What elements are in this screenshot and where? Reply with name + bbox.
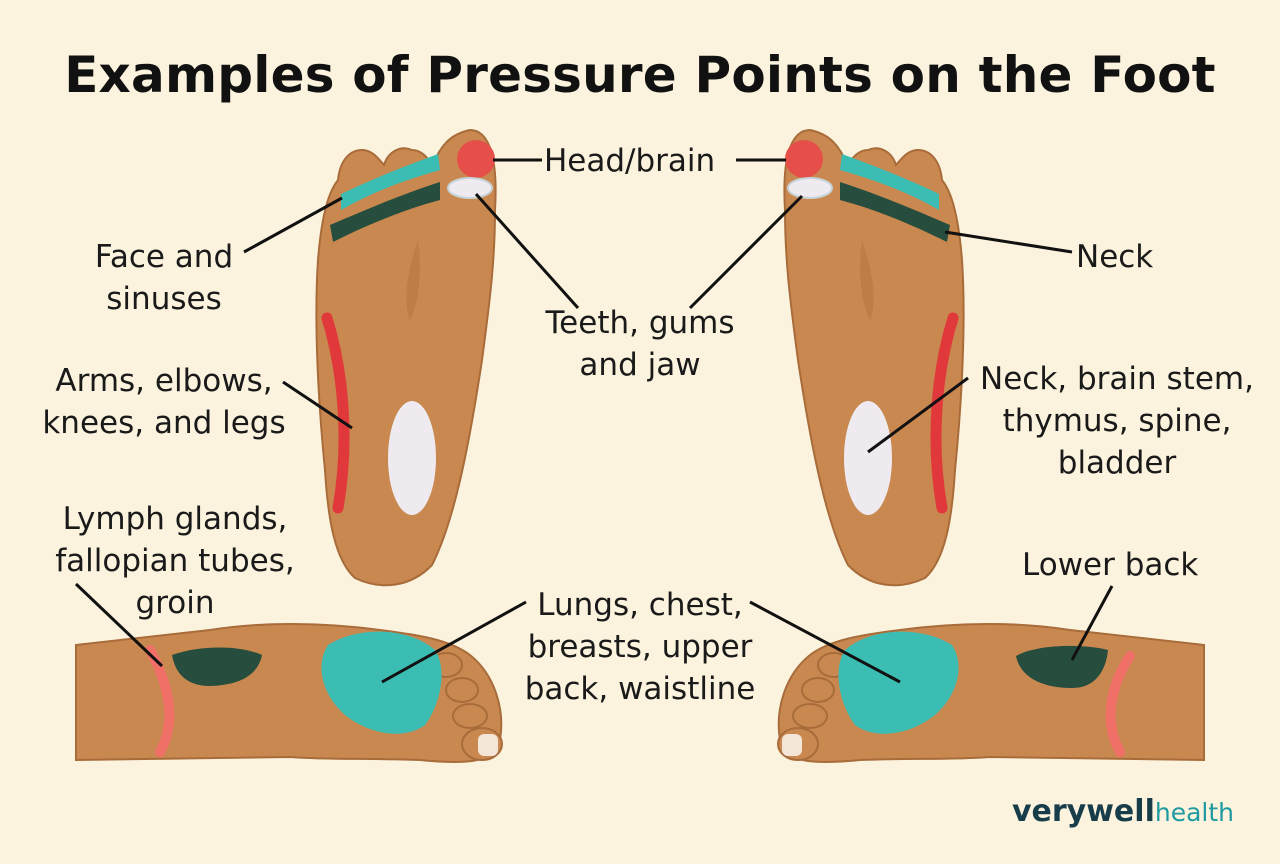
right-foot-top <box>777 623 1205 764</box>
right-toe-3 <box>792 703 828 729</box>
leader-lymph <box>74 582 164 668</box>
left-foot-sole <box>315 128 497 587</box>
left-neck-zone <box>330 182 440 242</box>
left-toe-2 <box>445 677 479 703</box>
right-sole-crease <box>860 240 874 320</box>
label-lungs-chest: Lungs, chest, breasts, upper back, waist… <box>524 587 756 707</box>
right-big-toenail <box>782 734 802 756</box>
left-groin-zone <box>172 647 262 686</box>
leader-neck-spine <box>867 376 969 454</box>
left-foot-top <box>75 623 503 764</box>
right-head-brain-point <box>785 140 823 178</box>
right-face-sinuses-zone <box>840 154 939 210</box>
left-teeth-point <box>447 177 493 199</box>
right-toe-2 <box>801 677 835 703</box>
left-big-toenail <box>478 734 498 756</box>
leader-face-sinuses <box>243 196 343 254</box>
label-neck: Neck <box>1076 239 1154 275</box>
right-lymph-zone <box>1105 651 1135 757</box>
leader-lower-back <box>1070 585 1114 661</box>
left-toe-3 <box>452 703 488 729</box>
leader-lungs-left <box>381 600 527 684</box>
leader-lungs-right <box>749 600 901 684</box>
left-sole-crease <box>406 240 420 320</box>
right-light-zone <box>844 401 892 515</box>
label-face-sinuses: Face and sinuses <box>94 239 234 317</box>
label-lower-back: Lower back <box>1022 547 1199 583</box>
left-lungs-zone <box>321 631 442 734</box>
left-head-brain-point <box>457 140 495 178</box>
right-neck-zone <box>840 182 950 242</box>
leader-arms-legs <box>282 380 353 430</box>
right-lower-back-zone <box>1016 645 1108 688</box>
brand-logo: verywellhealth <box>1011 794 1234 829</box>
right-foot-sole <box>783 128 965 587</box>
leader-lines <box>74 158 1114 684</box>
page-title: Examples of Pressure Points on the Foot <box>64 46 1216 104</box>
left-face-sinuses-zone <box>341 154 440 210</box>
right-teeth-point <box>787 177 833 199</box>
leader-teeth-right <box>688 194 804 310</box>
left-light-zone <box>388 401 436 515</box>
leader-neck <box>944 230 1073 254</box>
leader-teeth-left <box>474 192 580 310</box>
label-lymph-glands: Lymph glands, fallopian tubes, groin <box>55 501 295 621</box>
right-sole-skin <box>783 128 965 587</box>
label-head-brain: Head/brain <box>544 143 716 179</box>
label-teeth-gums-jaw: Teeth, gums and jaw <box>545 305 735 383</box>
left-arms-legs-zone <box>321 312 350 514</box>
label-arms-legs: Arms, elbows, knees, and legs <box>42 363 286 441</box>
left-sole-skin <box>315 128 497 587</box>
label-neck-brainstem-spine: Neck, brain stem, thymus, spine, bladder <box>980 361 1254 481</box>
right-spine-zone <box>930 312 959 514</box>
